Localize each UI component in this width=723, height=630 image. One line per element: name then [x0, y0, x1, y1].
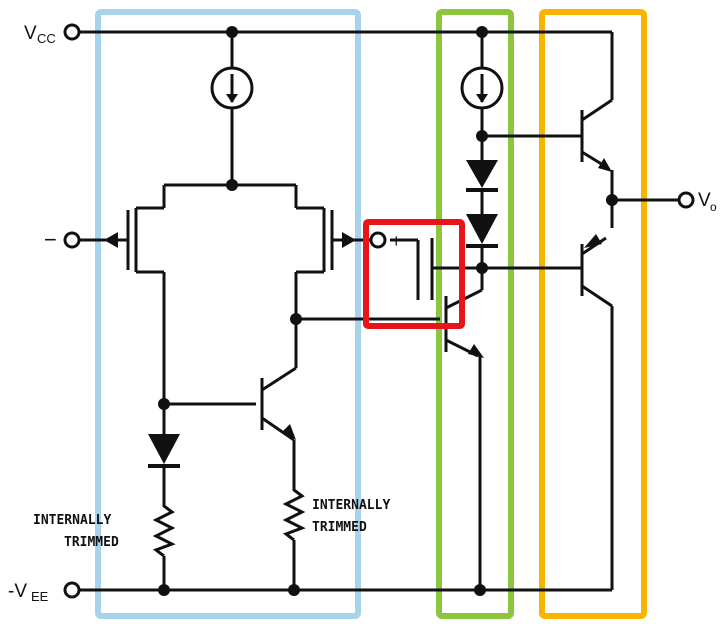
svg-text:o: o [710, 200, 717, 214]
junction-dots [158, 26, 618, 596]
svg-text:EE: EE [31, 589, 49, 604]
noninverting-input-terminal: + [369, 231, 402, 251]
inverting-input-terminal: − [44, 227, 81, 252]
svg-text:TRIMMED: TRIMMED [312, 520, 367, 535]
diode-left [148, 434, 180, 468]
resistor-left-label: INTERNALLY TRIMMED [33, 513, 119, 550]
current-source-bias [460, 66, 504, 110]
vee-terminal: -V EE [8, 581, 81, 604]
bias-stage-box [436, 9, 514, 619]
diode-bias-2 [466, 214, 498, 248]
vcc-terminal: V CC [24, 23, 81, 46]
diode-bias-1 [466, 160, 498, 192]
output-stage-box [539, 9, 647, 619]
svg-text:INTERNALLY: INTERNALLY [33, 513, 111, 528]
input-stage-box [95, 9, 361, 619]
svg-text:INTERNALLY: INTERNALLY [312, 498, 390, 513]
current-source-input [210, 66, 254, 110]
svg-text:CC: CC [37, 31, 56, 46]
compensation-box [363, 219, 465, 329]
resistor-left [152, 500, 176, 558]
svg-text:−: − [44, 227, 57, 252]
output-terminal: V o [677, 190, 717, 214]
resistor-right-label: INTERNALLY TRIMMED [312, 498, 390, 535]
resistor-right [282, 486, 306, 542]
svg-text:TRIMMED: TRIMMED [64, 535, 119, 550]
svg-text:+: + [391, 231, 402, 251]
svg-text:-V: -V [8, 581, 27, 602]
svg-text:V: V [698, 190, 711, 211]
svg-text:V: V [24, 23, 37, 44]
transistor-arrows [104, 158, 612, 440]
